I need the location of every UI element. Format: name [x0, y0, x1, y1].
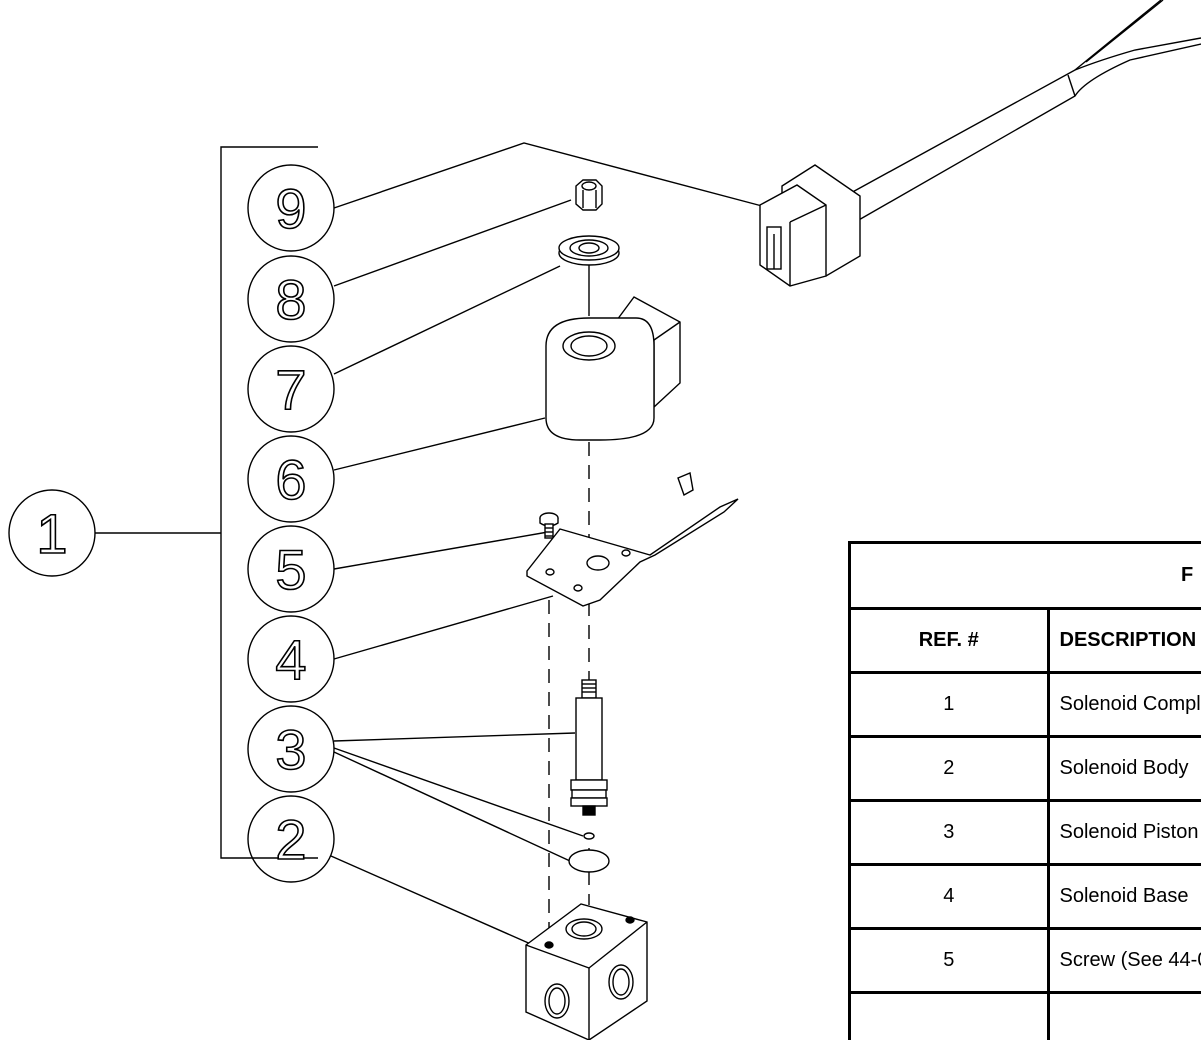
row-ref: 5 — [848, 927, 1050, 994]
table-row: 3 Solenoid Piston — [848, 799, 1201, 866]
leader-7 — [333, 265, 561, 375]
leader-5 — [333, 531, 549, 570]
row-description: Solenoid Body — [1046, 735, 1201, 802]
part-coil — [545, 296, 681, 441]
callout-labels: 9 8 7 6 5 4 3 2 1 — [36, 176, 308, 872]
callout-3: 3 — [275, 718, 306, 781]
table-row: 1 Solenoid Compl — [848, 671, 1201, 738]
table-title-row: F — [848, 541, 1201, 610]
leader-6 — [333, 417, 546, 471]
callout-6: 6 — [275, 448, 306, 511]
leader-3b — [333, 747, 584, 837]
part-connector-cable — [759, 0, 1201, 287]
part-nut — [575, 179, 603, 211]
table-row: 5 Screw (See 44-0 — [848, 927, 1201, 994]
callout-7: 7 — [275, 358, 306, 421]
callout-9: 9 — [275, 177, 306, 240]
row-ref: 1 — [848, 671, 1050, 738]
table-header-row: REF. # DESCRIPTION — [848, 607, 1201, 674]
leader-8 — [333, 199, 572, 287]
leader-4 — [333, 595, 554, 660]
leader-2 — [330, 855, 534, 946]
part-base-plate — [526, 472, 739, 607]
table-title: F — [848, 541, 1201, 610]
callout-2: 2 — [275, 808, 306, 871]
part-body — [525, 903, 648, 1040]
table-row: 4 Solenoid Base — [848, 863, 1201, 930]
row-description: Solenoid Piston — [1046, 799, 1201, 866]
header-ref: REF. # — [848, 607, 1050, 674]
parts-table: F REF. # DESCRIPTION 1 Solenoid Compl 2 … — [848, 541, 1201, 1040]
table-row — [848, 991, 1201, 1040]
callout-circle-6 — [247, 435, 335, 523]
row-description: Screw (See 44-0 — [1046, 927, 1201, 994]
leader-3a — [333, 732, 576, 742]
leader-9 — [333, 142, 763, 209]
assembly-bracket — [220, 146, 318, 859]
row-ref: 2 — [848, 735, 1050, 802]
callout-circle-3 — [247, 705, 335, 793]
part-washer — [558, 235, 620, 266]
callout-1: 1 — [36, 502, 67, 565]
callout-8: 8 — [275, 268, 306, 331]
row-ref: 4 — [848, 863, 1050, 930]
callout-circle-7 — [247, 345, 335, 433]
callout-circle-2 — [247, 795, 335, 883]
row-description — [1046, 991, 1201, 1040]
callout-5: 5 — [275, 538, 306, 601]
row-ref — [848, 991, 1050, 1040]
table-row: 2 Solenoid Body — [848, 735, 1201, 802]
part-screw — [539, 512, 559, 539]
row-description: Solenoid Base — [1046, 863, 1201, 930]
header-description: DESCRIPTION — [1046, 607, 1201, 674]
callout-circle-8 — [247, 255, 335, 343]
leader-3c — [333, 751, 571, 862]
part-piston — [568, 679, 610, 873]
row-description: Solenoid Compl — [1046, 671, 1201, 738]
callout-4: 4 — [275, 628, 306, 691]
callout-circle-1 — [8, 489, 96, 577]
row-ref: 3 — [848, 799, 1050, 866]
